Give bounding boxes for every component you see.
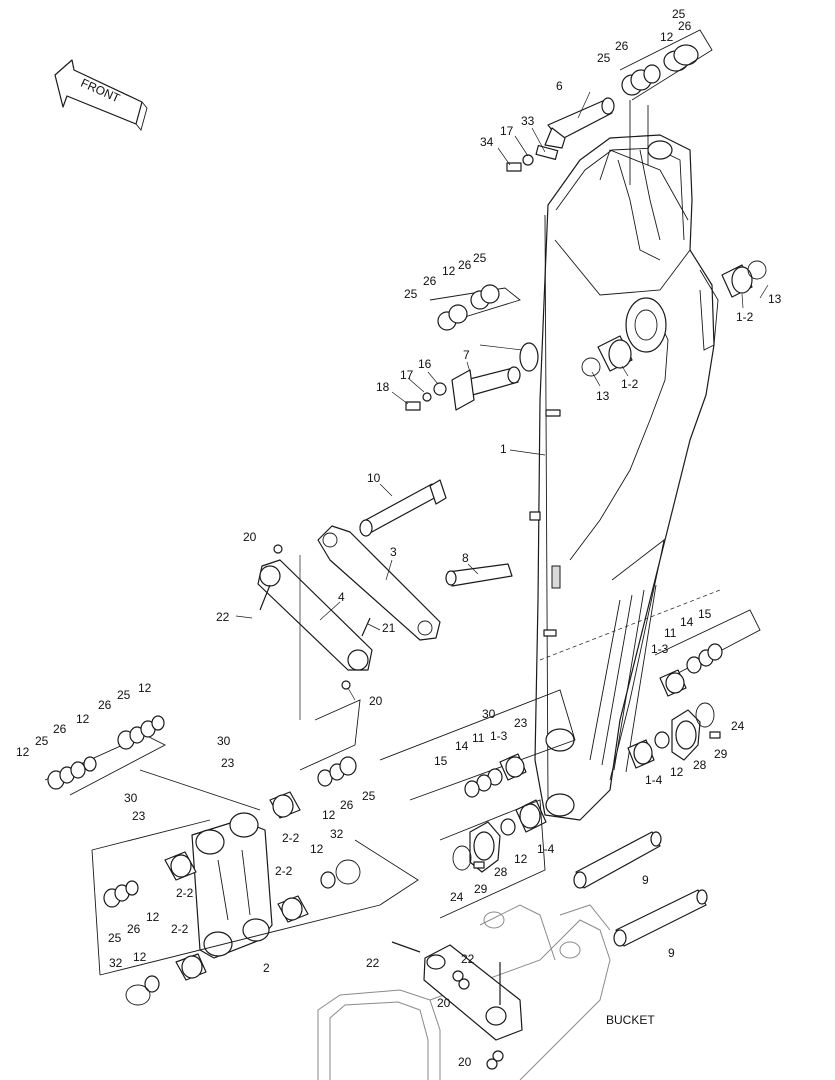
callout: 28 — [693, 758, 707, 772]
callout: 30 — [217, 734, 231, 748]
callout: 2-2 — [176, 886, 194, 900]
callout: 12 — [146, 910, 160, 924]
callout: 20 — [458, 1055, 472, 1069]
callout: 30 — [124, 791, 138, 805]
bucket: BUCKET — [317, 904, 655, 1080]
callout: 18 — [376, 380, 390, 394]
callout: 23 — [132, 809, 146, 823]
callout: 16 — [418, 357, 432, 371]
callout: 12 — [514, 852, 528, 866]
callout: 6 — [556, 79, 563, 93]
callout: 2-2 — [171, 922, 189, 936]
boom-pin-group — [405, 284, 523, 411]
callout: 28 — [494, 865, 508, 879]
callout: 3 — [390, 545, 397, 559]
callout: 15 — [434, 754, 448, 768]
arm-assembly — [519, 100, 721, 821]
callout: 9 — [642, 873, 649, 887]
callout: 2 — [263, 961, 270, 975]
callout: 26 — [53, 722, 67, 736]
callout: 22 — [366, 956, 380, 970]
callout: 26 — [127, 922, 141, 936]
callout: 23 — [221, 756, 235, 770]
callout: 25 — [672, 7, 686, 21]
callout: 26 — [678, 19, 692, 33]
callout: 12 — [322, 808, 336, 822]
callout: 24 — [731, 719, 745, 733]
callout: 25 — [35, 734, 49, 748]
left-seal-groups — [44, 715, 166, 796]
callout: 24 — [450, 890, 464, 904]
callout: 1-4 — [645, 773, 663, 787]
callout: 10 — [367, 471, 381, 485]
top-pin-group — [506, 29, 713, 172]
link-group — [257, 479, 513, 771]
callout: 22 — [216, 610, 230, 624]
callout: 1 — [500, 442, 507, 456]
callout: 11 — [472, 731, 485, 745]
bucket-label: BUCKET — [606, 1013, 655, 1027]
callout: 20 — [369, 694, 383, 708]
bracket-group — [91, 756, 419, 1006]
callout: 22 — [461, 952, 475, 966]
callout: 32 — [109, 956, 123, 970]
callout: 30 — [482, 707, 496, 721]
callout: 17 — [500, 124, 514, 138]
callout: 25 — [108, 931, 122, 945]
callout-labels: 25 26 12 26 25 6 33 17 34 12 26 25 26 25… — [16, 7, 782, 1069]
callout: 12 — [310, 842, 324, 856]
callout: 25 — [117, 688, 131, 702]
callout: 14 — [455, 739, 469, 753]
callout: 2-2 — [282, 831, 300, 845]
front-arrow-icon: FRONT — [54, 59, 148, 131]
callout: 26 — [340, 798, 354, 812]
callout: 1-3 — [651, 642, 669, 656]
callout: 1-2 — [736, 310, 754, 324]
callout: 25 — [597, 51, 611, 65]
callout: 26 — [98, 698, 112, 712]
callout: 4 — [338, 590, 345, 604]
callout: 32 — [330, 827, 344, 841]
callout: 17 — [400, 368, 414, 382]
callout: 21 — [382, 621, 396, 635]
callout: 2-2 — [275, 864, 293, 878]
callout: 15 — [698, 607, 712, 621]
right-bushing-group — [581, 260, 767, 377]
callout: 1-3 — [490, 729, 508, 743]
callout: 26 — [458, 258, 472, 272]
callout: 8 — [462, 551, 469, 565]
callout: 12 — [76, 712, 90, 726]
callout: 33 — [521, 114, 535, 128]
callout: 11 — [664, 626, 677, 640]
callout: 29 — [474, 882, 488, 896]
callout: 26 — [423, 274, 437, 288]
callout: 12 — [133, 950, 147, 964]
callout: 23 — [514, 716, 528, 730]
callout: 12 — [442, 264, 456, 278]
callout: 20 — [437, 996, 451, 1010]
callout: 29 — [714, 747, 728, 761]
callout: 1-4 — [537, 842, 555, 856]
callout: 12 — [138, 681, 152, 695]
callout: 25 — [473, 251, 487, 265]
callout: 9 — [668, 946, 675, 960]
right-seal-groups — [379, 609, 761, 919]
callout: 12 — [670, 765, 684, 779]
callout: 12 — [16, 745, 30, 759]
callout: 34 — [480, 135, 494, 149]
callout: 25 — [404, 287, 418, 301]
callout: 13 — [768, 292, 782, 306]
callout: 25 — [362, 789, 376, 803]
bucket-pins — [573, 831, 708, 947]
callout: 20 — [243, 530, 257, 544]
callout: 13 — [596, 389, 610, 403]
callout: 12 — [660, 30, 674, 44]
leader-lines — [235, 91, 769, 701]
callout: 7 — [463, 348, 470, 362]
callout: 26 — [615, 39, 629, 53]
callout: 14 — [680, 615, 694, 629]
callout: 1-2 — [621, 377, 639, 391]
